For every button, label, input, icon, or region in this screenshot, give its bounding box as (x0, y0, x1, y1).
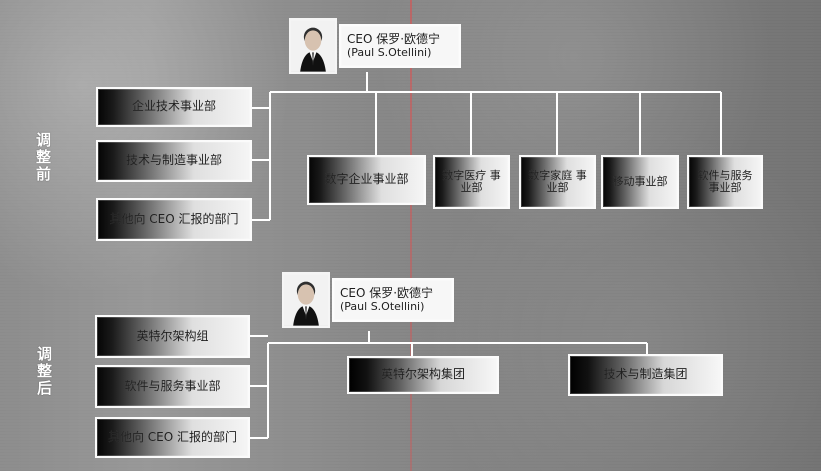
bottom-ceo-card: CEO 保罗·欧德宁 (Paul S.Otellini) (282, 272, 454, 328)
top-section-label: 调整前 (34, 132, 52, 183)
top-ceo-name: CEO 保罗·欧德宁 (347, 32, 441, 47)
top-division-4: 移动事业部 (601, 155, 679, 209)
bottom-ceo-text: CEO 保罗·欧德宁 (Paul S.Otellini) (332, 278, 454, 322)
top-division-1: 数字企业事业部 (307, 155, 426, 205)
person-photo-icon (282, 272, 330, 328)
bottom-group-2: 技术与制造集团 (568, 354, 723, 396)
bottom-left-dept-1: 英特尔架构组 (95, 315, 250, 358)
bottom-left-dept-2: 软件与服务事业部 (95, 365, 250, 408)
center-guide-line (410, 0, 412, 471)
top-ceo-text: CEO 保罗·欧德宁 (Paul S.Otellini) (339, 24, 461, 68)
bottom-section-label: 调整后 (35, 346, 53, 397)
bottom-group-1: 英特尔架构集团 (347, 356, 499, 394)
person-photo-icon (289, 18, 337, 74)
bottom-left-dept-3: 其他向 CEO 汇报的部门 (95, 417, 250, 458)
top-left-dept-1: 企业技术事业部 (96, 87, 252, 127)
bottom-ceo-name: CEO 保罗·欧德宁 (340, 286, 434, 301)
top-left-dept-3: 其他向 CEO 汇报的部门 (96, 198, 252, 241)
bottom-ceo-english-name: (Paul S.Otellini) (340, 299, 425, 313)
top-ceo-card: CEO 保罗·欧德宁 (Paul S.Otellini) (289, 18, 461, 74)
top-ceo-english-name: (Paul S.Otellini) (347, 45, 432, 59)
top-left-dept-2: 技术与制造事业部 (96, 140, 252, 182)
top-division-2: 数字医疗 事业部 (433, 155, 510, 209)
top-division-3: 数字家庭 事业部 (519, 155, 596, 209)
top-division-5: 软件与服务 事业部 (687, 155, 763, 209)
